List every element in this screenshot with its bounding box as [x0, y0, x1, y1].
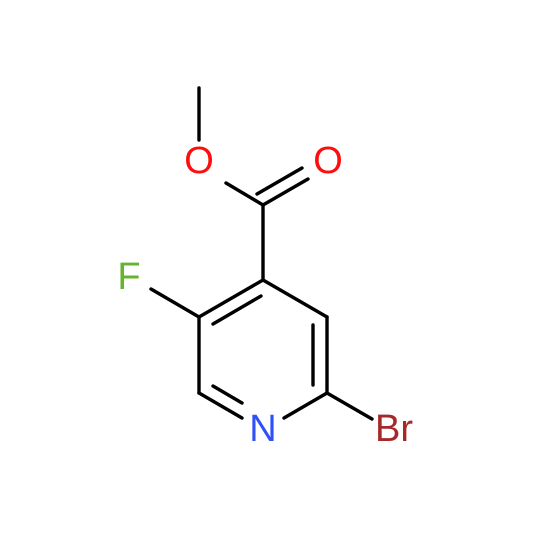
bond-o-ester-c [224, 181, 265, 207]
bond-c4-c3-inner [211, 294, 263, 326]
atom-o-carbonyl: O [313, 140, 343, 182]
bond-c3-f [149, 287, 201, 319]
bond-c5-c4 [261, 278, 329, 319]
bond-c2-n-inner [211, 384, 244, 405]
bond-n-c6 [282, 391, 329, 420]
bond-c6-br [325, 391, 374, 421]
bond-c2-n [197, 391, 244, 420]
atom-o-methoxy: O [184, 140, 214, 182]
atom-f: F [117, 256, 140, 298]
atom-br: Br [375, 408, 413, 450]
bond-c4-c3 [197, 278, 265, 319]
bond-c-o-double-b [255, 166, 304, 196]
bond-c-o-double-a [261, 177, 310, 207]
atom-n: N [249, 408, 276, 450]
